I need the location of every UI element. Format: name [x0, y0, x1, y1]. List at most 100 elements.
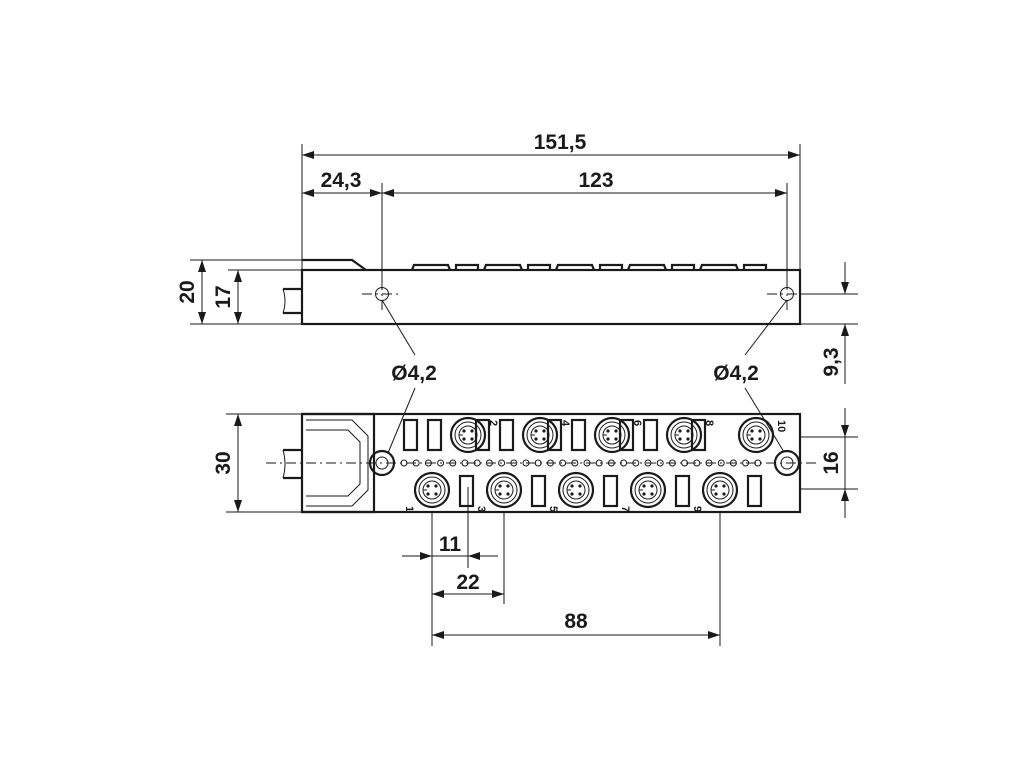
port-2	[449, 416, 487, 454]
top-cable	[283, 448, 302, 480]
led-dot	[571, 459, 579, 467]
dim-span-ports: 88	[431, 512, 721, 646]
dim-hole-diameter-right: Ø4,2	[713, 299, 788, 453]
top-cable-break	[282, 449, 286, 479]
side-view	[282, 258, 807, 326]
led-dot	[424, 459, 432, 467]
port-5-led-window	[602, 474, 619, 508]
led-dot	[644, 459, 652, 467]
lower-port-row: 1 3 5 7 9	[403, 471, 763, 512]
port-9-led-window	[746, 474, 763, 508]
led-dot	[656, 459, 664, 467]
led-dot	[754, 459, 762, 467]
port-label-10: 10	[775, 420, 787, 432]
dim-offset-left: 24,3	[302, 169, 383, 286]
led-dot	[705, 459, 713, 467]
port-9	[701, 471, 739, 509]
port-1-led-window	[458, 474, 475, 508]
port-10-led-window-a	[690, 418, 707, 452]
led-indicator-row	[400, 459, 762, 467]
port-6-led-window-b	[570, 418, 587, 452]
port-5	[557, 471, 595, 509]
dim-top-width: 30	[212, 413, 302, 513]
dim-span-ports-label: 88	[564, 610, 588, 633]
port-label-1: 1	[403, 506, 415, 512]
port-7-led-window	[674, 474, 691, 508]
led-dot	[583, 459, 591, 467]
side-cable	[283, 287, 302, 315]
led-dot	[717, 459, 725, 467]
led-dot	[681, 459, 689, 467]
port-2-led-window-a	[402, 418, 419, 452]
dim-side-height-inner-label: 17	[212, 285, 235, 308]
led-dot	[607, 459, 615, 467]
led-dot	[595, 459, 603, 467]
top-hole-left	[368, 449, 396, 477]
led-dot	[693, 459, 701, 467]
dim-pitch-full-label: 22	[456, 571, 479, 594]
port-label-7: 7	[619, 506, 631, 512]
port-8	[665, 416, 703, 454]
port-4-led-window-b	[498, 418, 515, 452]
dim-total-length: 151,5	[301, 131, 801, 270]
led-dot	[632, 459, 640, 467]
dim-hole-row: 16	[800, 408, 858, 518]
port-7	[629, 471, 667, 509]
led-dot	[485, 459, 493, 467]
top-hole-right	[773, 449, 801, 477]
led-dot	[400, 459, 408, 467]
led-dot	[522, 459, 530, 467]
led-dot	[437, 459, 445, 467]
led-dot	[668, 459, 676, 467]
dim-pitch-full: 22	[432, 512, 505, 604]
port-label-4: 4	[559, 420, 571, 427]
dim-side-height: 20 17	[176, 259, 302, 325]
port-6	[593, 416, 631, 454]
port-4	[521, 416, 559, 454]
dim-hole-diameter-left-label: Ø4,2	[391, 362, 437, 385]
port-6-led-window-a	[546, 418, 563, 452]
port-label-6: 6	[631, 420, 643, 426]
led-dot	[742, 459, 750, 467]
dim-pitch-half: 11	[402, 487, 498, 600]
dim-side-height-outer-label: 20	[176, 280, 199, 303]
dim-hole-height: 9,3	[800, 262, 858, 384]
led-dot	[729, 459, 737, 467]
dim-hole-row-label: 16	[820, 451, 843, 474]
dim-pitch-half-label: 11	[439, 533, 462, 556]
dim-hole-spacing-label: 123	[578, 169, 613, 192]
led-dot	[498, 459, 506, 467]
port-8-led-window-b	[642, 418, 659, 452]
port-1	[413, 471, 451, 509]
dim-hole-diameter-right-label: Ø4,2	[713, 362, 759, 385]
dim-hole-height-label: 9,3	[820, 347, 843, 376]
port-label-8: 8	[703, 420, 715, 426]
port-label-2: 2	[487, 420, 499, 426]
led-dot	[449, 459, 457, 467]
dim-offset-left-label: 24,3	[321, 169, 362, 192]
dim-hole-diameter-left: Ø4,2	[381, 299, 437, 454]
led-dot	[620, 459, 628, 467]
side-cable-break	[282, 288, 286, 314]
port-label-9: 9	[691, 506, 703, 512]
led-dot	[510, 459, 518, 467]
port-8-led-window-a	[618, 418, 635, 452]
led-dot	[534, 459, 542, 467]
dim-hole-spacing: 123	[382, 169, 788, 286]
port-2-led-window-b	[426, 418, 443, 452]
side-gland	[302, 258, 367, 271]
upper-port-row: 2 4 6 8 10	[402, 416, 787, 454]
led-dot	[461, 459, 469, 467]
side-connector-bumps	[410, 263, 768, 271]
port-3-led-window	[530, 474, 547, 508]
led-dot	[559, 459, 567, 467]
dim-total-length-label: 151,5	[534, 131, 587, 154]
port-label-3: 3	[475, 506, 487, 512]
led-dot	[412, 459, 420, 467]
port-label-5: 5	[547, 506, 559, 512]
port-10	[737, 416, 775, 454]
dim-top-width-label: 30	[212, 451, 235, 474]
port-4-led-window-a	[474, 418, 491, 452]
